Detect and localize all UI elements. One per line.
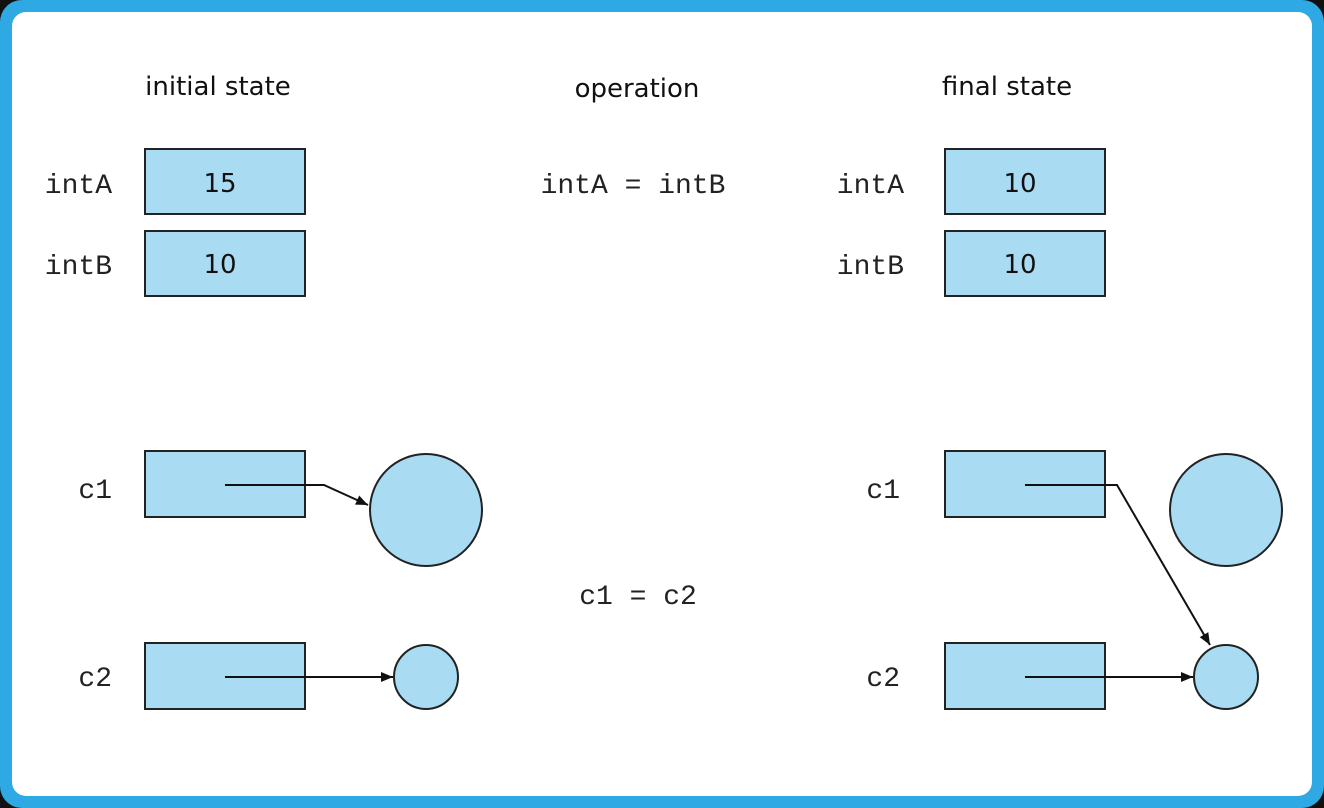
initial-inta-label: intA — [45, 171, 112, 202]
initial-c2-label: c2 — [78, 664, 112, 695]
initial-intb-label: intB — [45, 252, 112, 283]
heading-operation: operation — [575, 74, 700, 104]
heading-initial-state: initial state — [145, 72, 291, 102]
initial-inta-box — [144, 148, 306, 215]
final-c1-label: c1 — [866, 476, 900, 507]
final-c1-orphaned-object — [1169, 453, 1283, 567]
operation-reference: c1 = c2 — [579, 582, 697, 613]
final-intb-box — [944, 230, 1106, 297]
operation-primitive: intA = intB — [541, 171, 726, 202]
final-intb-value: 10 — [1003, 250, 1036, 280]
initial-c1-reference-arrow — [225, 484, 369, 506]
final-intb-label: intB — [837, 252, 904, 283]
final-inta-box — [944, 148, 1106, 215]
final-c1-reference-arrow — [1025, 484, 1211, 646]
initial-c1-label: c1 — [78, 476, 112, 507]
final-inta-label: intA — [837, 171, 904, 202]
heading-final-state: final state — [942, 72, 1072, 102]
initial-intb-box — [144, 230, 306, 297]
initial-inta-value: 15 — [203, 169, 236, 199]
initial-c1-object — [369, 453, 483, 567]
final-c2-label: c2 — [866, 664, 900, 695]
initial-intb-value: 10 — [203, 250, 236, 280]
final-shared-object — [1193, 644, 1259, 710]
initial-c2-object — [393, 644, 459, 710]
final-inta-value: 10 — [1003, 169, 1036, 199]
